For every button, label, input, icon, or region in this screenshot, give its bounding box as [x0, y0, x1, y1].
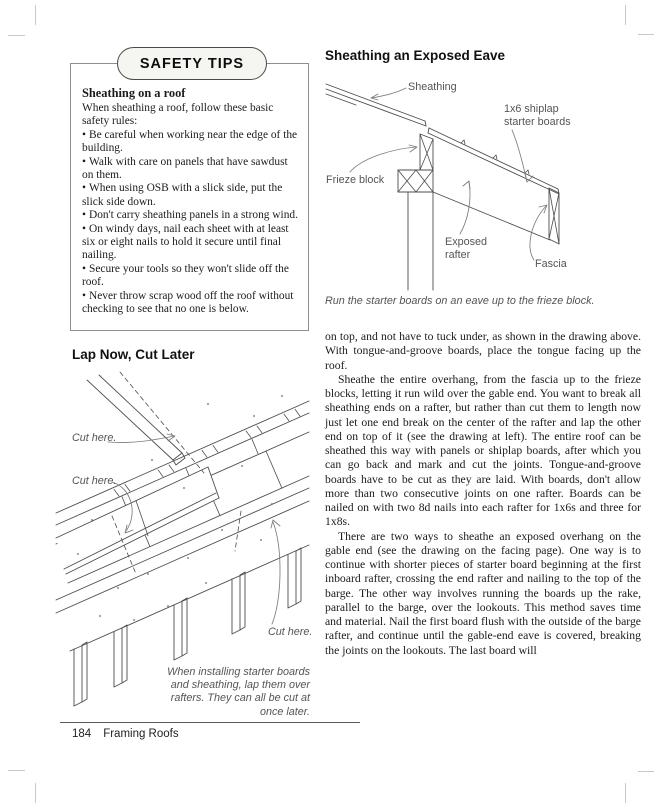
lap-diagram-drawing: [55, 371, 310, 707]
safety-bullet-text: Be careful when working near the edge of…: [82, 128, 298, 155]
safety-tips-badge-label: SAFETY TIPS: [139, 55, 245, 72]
safety-bullet-text: Don't carry sheathing panels in a strong…: [89, 209, 298, 222]
crop-mark-top-left-v: [35, 5, 36, 25]
eave-figure-caption: Run the starter boards on an eave up to …: [325, 295, 595, 307]
eave-figure-title: Sheathing an Exposed Eave: [325, 48, 506, 63]
bullet-glyph: •: [82, 262, 86, 275]
cut-here-label-2: Cut here.: [72, 475, 117, 487]
label-sheathing: Sheathing: [408, 81, 457, 93]
safety-box-intro: When sheathing a roof, follow these basi…: [82, 102, 274, 128]
safety-tips-badge: SAFETY TIPS: [117, 47, 267, 80]
lap-figure-title: Lap Now, Cut Later: [72, 347, 195, 362]
bullet-glyph: •: [82, 209, 86, 222]
footer-rule: [60, 722, 360, 723]
label-shiplap-starter-boards: 1x6 shiplap starter boards: [504, 103, 571, 128]
body-text-column: on top, and not have to tuck under, as s…: [325, 330, 641, 658]
bullet-glyph: •: [82, 289, 86, 302]
safety-tips-box: [70, 63, 309, 331]
safety-bullet-text: Secure your tools so they won't slide of…: [82, 262, 289, 289]
label-frieze-block: Frieze block: [326, 174, 385, 186]
page-number: 184: [72, 728, 92, 740]
safety-bullet-item: •On windy days, nail each sheet with at …: [82, 223, 298, 263]
crop-mark-bottom-right-v: [625, 783, 626, 803]
safety-tips-content: Sheathing on a roof When sheathing a roo…: [82, 86, 298, 317]
safety-bullet-item: •Be careful when working near the edge o…: [82, 129, 298, 156]
safety-bullet-item: •When using OSB with a slick side, put t…: [82, 182, 298, 209]
page-footer: 184 Framing Roofs: [72, 728, 179, 740]
body-paragraph-3: There are two ways to sheathe an exposed…: [325, 529, 641, 657]
crop-mark-top-right-v: [625, 5, 626, 25]
label-fascia: Fascia: [535, 258, 567, 270]
label-exposed-rafter: Exposed rafter: [445, 236, 487, 261]
safety-bullet-item: •Don't carry sheathing panels in a stron…: [82, 209, 298, 222]
safety-bullet-text: Never throw scrap wood off the roof with…: [82, 289, 294, 316]
safety-box-heading: Sheathing on a roof: [82, 86, 186, 100]
cut-here-label-3: Cut here.: [268, 626, 313, 638]
label-shiplap-line2: starter boards: [504, 115, 571, 128]
safety-bullet-item: •Walk with care on panels that have sawd…: [82, 156, 298, 183]
label-shiplap-line1: 1x6 shiplap: [504, 103, 559, 115]
crop-mark-top-left-h: [8, 35, 25, 36]
bullet-glyph: •: [82, 222, 86, 235]
bullet-glyph: •: [82, 155, 86, 168]
crop-mark-bottom-left-v: [35, 783, 36, 803]
safety-bullet-text: On windy days, nail each sheet with at l…: [82, 222, 289, 262]
safety-bullet-item: •Secure your tools so they won't slide o…: [82, 263, 298, 290]
body-paragraph-2: Sheathe the entire overhang, from the fa…: [325, 372, 641, 529]
safety-bullet-text: Walk with care on panels that have sawdu…: [82, 155, 288, 182]
body-paragraph-1: on top, and not have to tuck under, as s…: [325, 330, 641, 372]
bullet-glyph: •: [82, 128, 86, 141]
label-exposed-line2: rafter: [445, 248, 471, 261]
safety-bullet-text: When using OSB with a slick side, put th…: [82, 182, 283, 208]
cut-here-label-1: Cut here.: [72, 432, 117, 444]
eave-diagram-drawing: [325, 83, 560, 291]
label-exposed-line1: Exposed: [445, 236, 488, 248]
lap-figure-caption: When installing starter boards and sheat…: [167, 666, 310, 718]
crop-mark-bottom-left-h: [8, 770, 25, 771]
crop-mark-bottom-right-h: [638, 771, 654, 772]
safety-bullet-item: •Never throw scrap wood off the roof wit…: [82, 290, 298, 317]
bullet-glyph: •: [82, 182, 86, 195]
crop-mark-top-right-h: [638, 34, 654, 35]
book-title: Framing Roofs: [103, 728, 179, 740]
